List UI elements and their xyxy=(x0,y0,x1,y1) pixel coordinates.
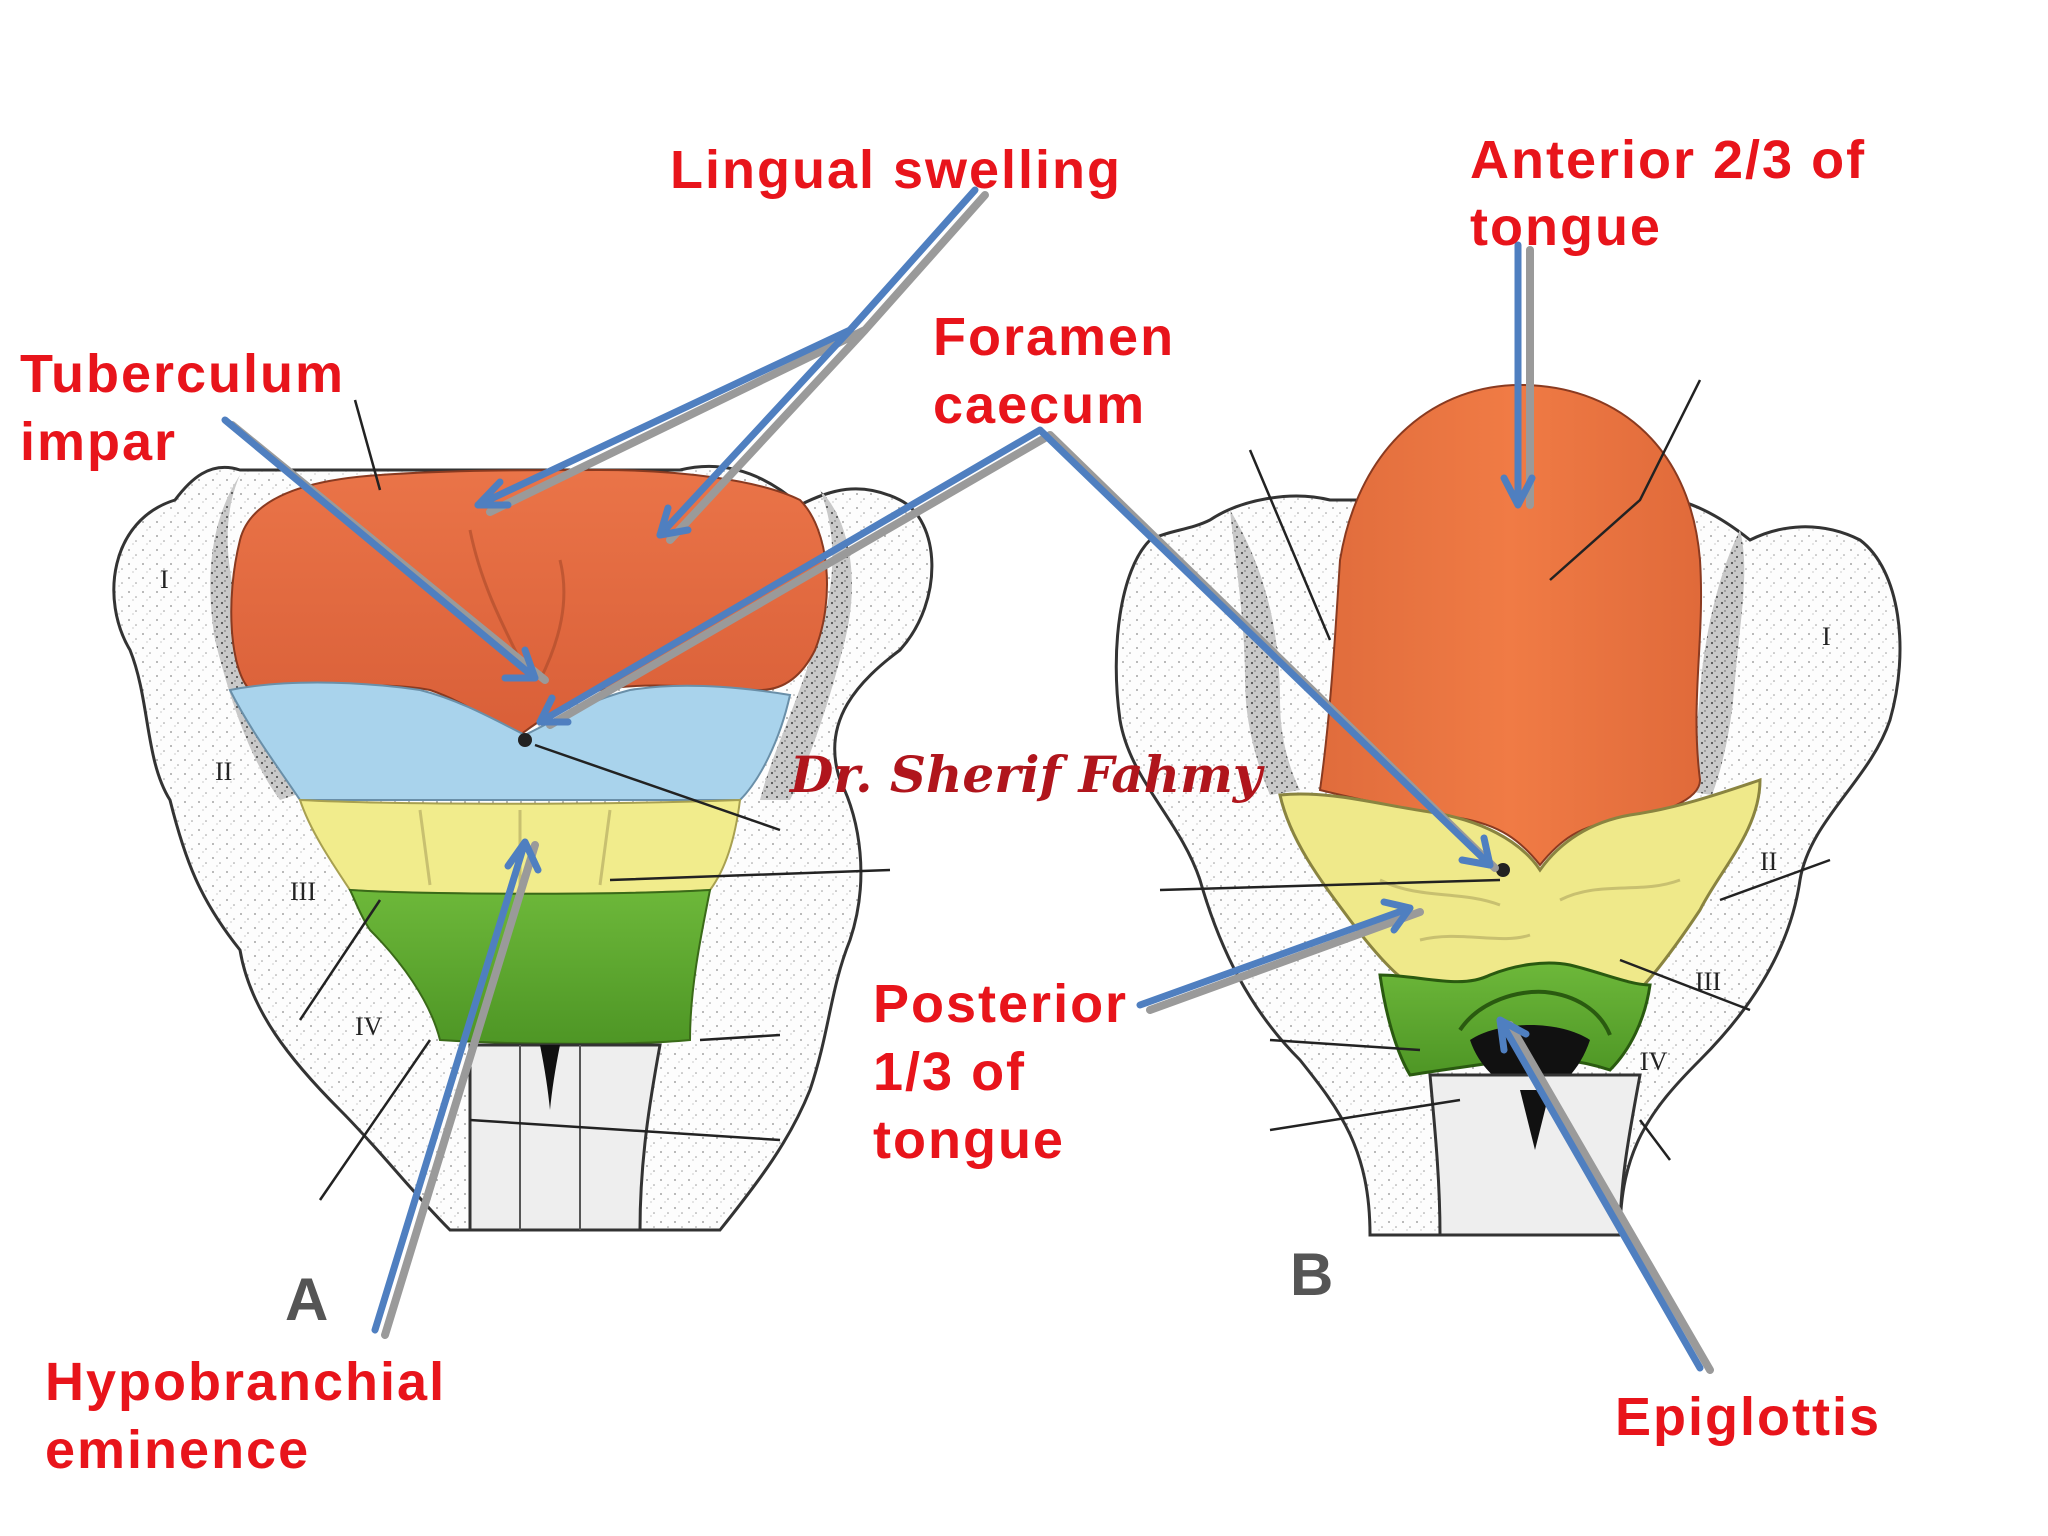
label-anterior-line2: tongue xyxy=(1470,197,1662,257)
arrow-hypobranchial-shadow xyxy=(381,841,539,1339)
arrow-posterior-shadow xyxy=(1146,908,1424,1014)
arrow-anterior xyxy=(1500,241,1536,509)
leader-lines-a xyxy=(298,399,891,1201)
arch-label-1-a: I xyxy=(160,565,169,594)
arch-label-3-a: III xyxy=(290,877,316,906)
label-posterior-line1: Posterior xyxy=(873,974,1128,1034)
arch-label-1-b: I xyxy=(1822,622,1831,651)
arrow-tuberculum xyxy=(221,416,539,682)
lateral-shadow-left-b xyxy=(1230,510,1300,795)
arch-label-2-a: II xyxy=(215,757,232,786)
arrow-foramen xyxy=(536,426,1494,869)
foramen-caecum-point-b xyxy=(1496,863,1510,877)
arch-label-4-a: IV xyxy=(355,1012,383,1041)
panel-b-illustration: I II III IV B xyxy=(1114,379,1902,1308)
label-posterior-line3: tongue xyxy=(873,1110,1065,1170)
label-tuberculum-line1: Tuberculum xyxy=(20,344,345,404)
label-anterior-line1: Anterior 2/3 of xyxy=(1470,130,1866,190)
yellow-texture-b xyxy=(1379,878,1681,942)
label-lingual-swelling: Lingual swelling xyxy=(670,140,1122,200)
arrow-lingual-swelling-head-2 xyxy=(656,504,692,539)
annotation-arrows xyxy=(221,186,1714,1374)
annotation-labels: Lingual swelling Anterior 2/3 of tongue … xyxy=(20,130,1881,1480)
arrow-lingual-swelling-shadow xyxy=(486,191,989,544)
laryngeal-slit-b xyxy=(1520,1090,1550,1150)
larynx-a xyxy=(468,1043,662,1232)
arrow-posterior xyxy=(1136,898,1414,1009)
label-foramen-line2: caecum xyxy=(933,375,1146,435)
watermark-signature: Dr. Sherif Fahmy xyxy=(788,745,1265,804)
label-hypobranchial-line1: Hypobranchial xyxy=(45,1352,446,1412)
lateral-shadow-right-a xyxy=(760,490,852,800)
panel-a-illustration: I II III IV A xyxy=(112,399,934,1333)
lingual-swelling-groove-a xyxy=(468,529,566,681)
copula-blue-region-a xyxy=(228,681,792,802)
hypobranchial-green-region-a xyxy=(348,888,712,1045)
arrow-epiglottis-shadow xyxy=(1506,1021,1714,1374)
arch-label-3-b: III xyxy=(1695,967,1721,996)
arrow-lingual-swelling xyxy=(474,186,979,539)
panel-label-b: B xyxy=(1290,1241,1333,1308)
arrow-lingual-swelling-head-1 xyxy=(474,478,512,509)
label-hypobranchial-line2: eminence xyxy=(45,1420,310,1480)
panel-label-a: A xyxy=(285,1266,328,1333)
label-foramen-line1: Foramen xyxy=(933,307,1175,367)
arch-label-4-b: IV xyxy=(1640,1047,1668,1076)
arrow-hypobranchial xyxy=(371,838,542,1334)
epiglottis-rim-b xyxy=(1458,989,1612,1036)
arrow-epiglottis xyxy=(1496,1016,1704,1372)
anterior-tongue-region-b xyxy=(1318,383,1703,867)
leader-lines-b xyxy=(1159,379,1831,1161)
arrow-foramen-heads xyxy=(536,694,1494,869)
label-tuberculum-line2: impar xyxy=(20,412,177,472)
laryngeal-slit-a xyxy=(540,1045,560,1110)
label-posterior-line2: 1/3 of xyxy=(873,1042,1026,1102)
arch-label-2-b: II xyxy=(1760,847,1777,876)
foramen-caecum-point-a xyxy=(518,733,532,747)
larynx-edges-a xyxy=(519,1045,581,1230)
label-epiglottis: Epiglottis xyxy=(1615,1387,1881,1447)
